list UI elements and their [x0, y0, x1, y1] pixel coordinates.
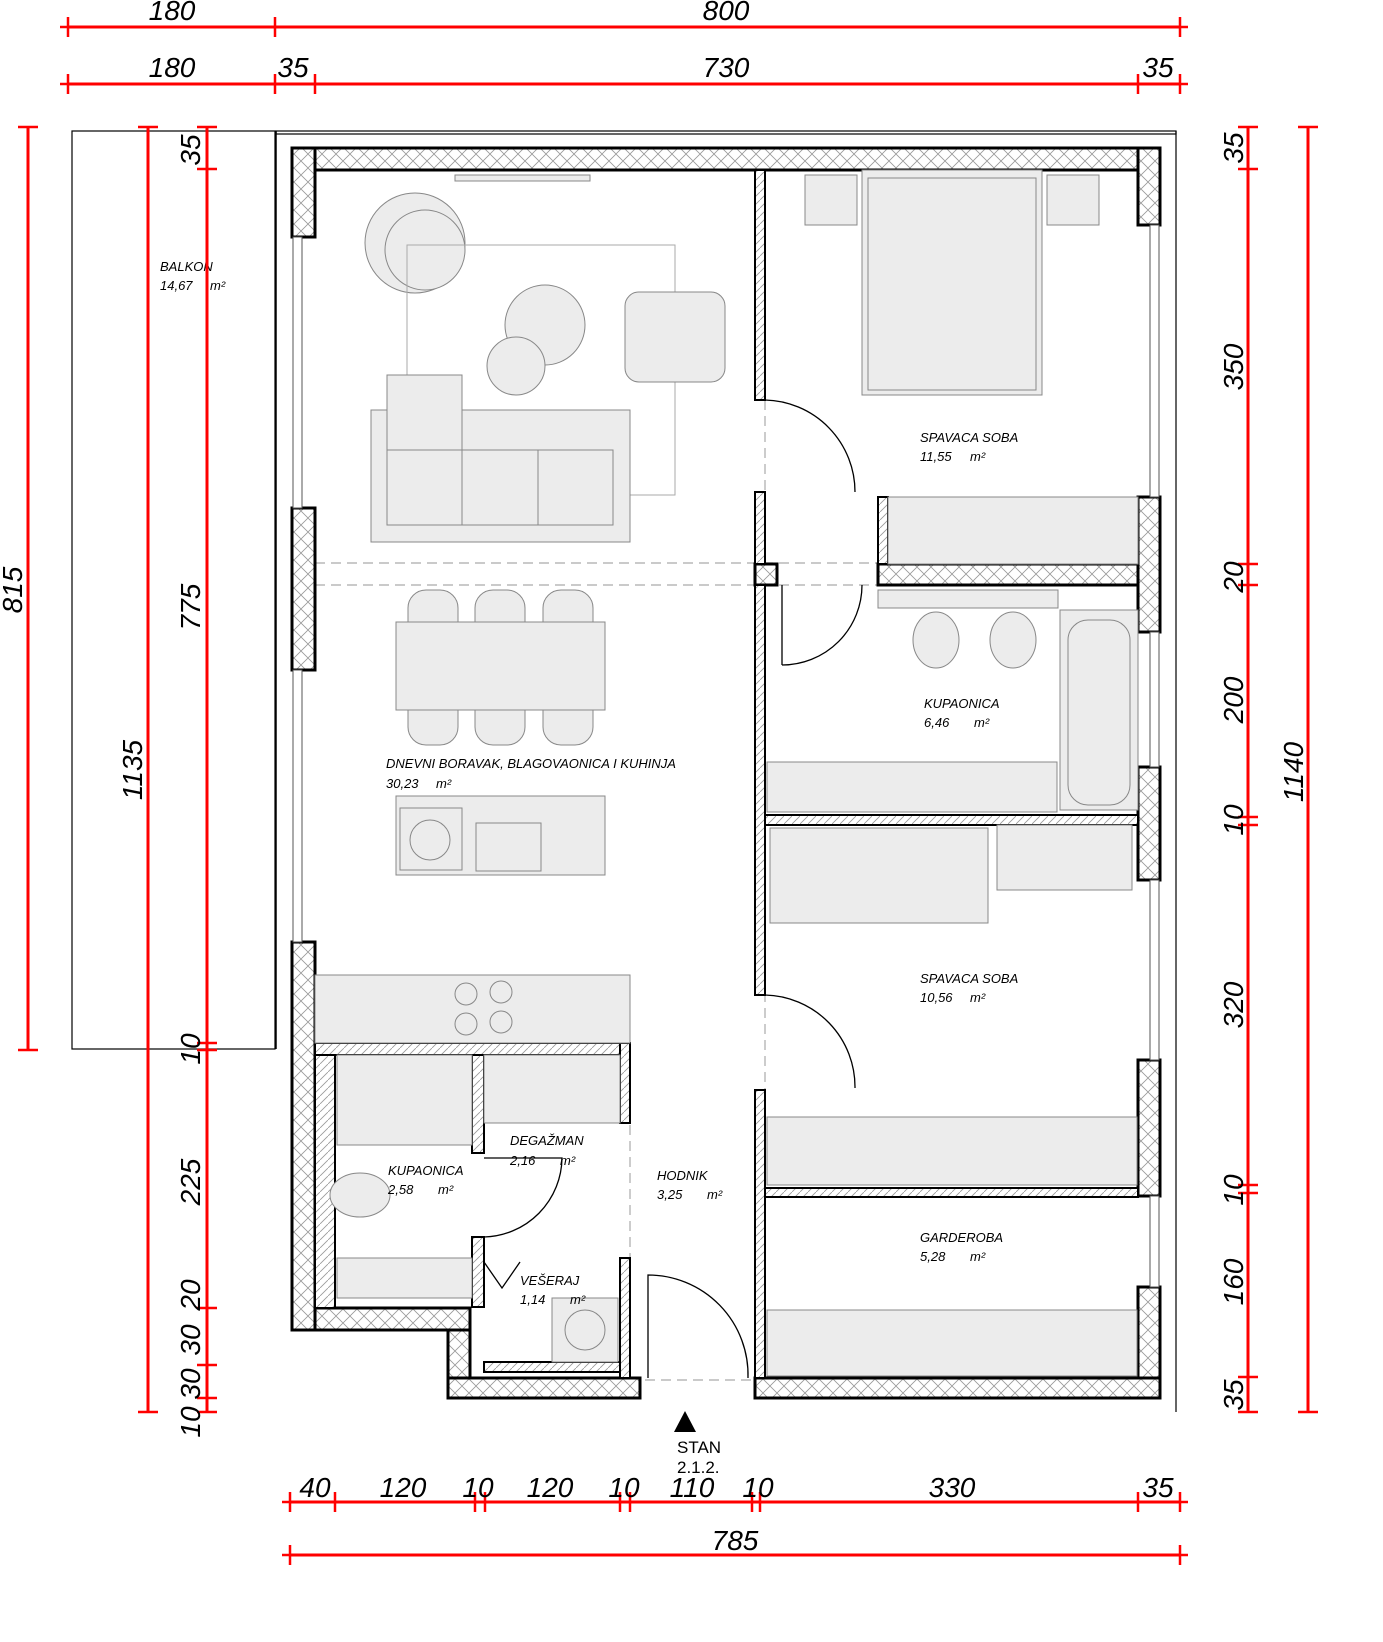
room-area-degazman: 2,16 — [509, 1153, 536, 1168]
dimension-label: 10 — [608, 1472, 640, 1503]
outer-walls — [290, 146, 1162, 1400]
entrance-label: STAN — [677, 1438, 721, 1457]
dimension-label: 35 — [1218, 132, 1249, 164]
dimension-label: 350 — [1218, 343, 1249, 390]
entrance-marker: STAN 2.1.2. — [674, 1411, 721, 1477]
room-area-laundry: 1,14 — [520, 1292, 545, 1307]
dimension-label: 10 — [175, 1033, 206, 1065]
dimension-label: 785 — [712, 1525, 759, 1556]
room-area-bathroom-1: 6,46 — [924, 715, 950, 730]
room-name-laundry: VEŠERAJ — [520, 1273, 580, 1288]
room-name-hallway: HODNIK — [657, 1168, 709, 1183]
dimension-label: 20 — [1218, 561, 1249, 594]
dimension-label: 10 — [175, 1406, 206, 1438]
dimension-label: 120 — [380, 1472, 427, 1503]
dimension-label: 330 — [929, 1472, 976, 1503]
entrance-arrow-icon — [674, 1411, 696, 1432]
room-area-hallway: 3,25 — [657, 1187, 683, 1202]
room-area-wardrobe: 5,28 — [920, 1249, 946, 1264]
room-unit: m² — [438, 1182, 454, 1197]
room-unit: m² — [707, 1187, 723, 1202]
room-area-bathroom-2: 2,58 — [387, 1182, 414, 1197]
room-unit: m² — [974, 715, 990, 730]
room-unit: m² — [560, 1153, 576, 1168]
dimension-label: 775 — [175, 583, 206, 630]
dimension-label: 10 — [742, 1472, 774, 1503]
room-name-balkon: BALKON — [160, 259, 213, 274]
room-area-living: 30,23 — [386, 776, 419, 791]
dimension-label: 225 — [175, 1158, 206, 1206]
room-name-living: DNEVNI BORAVAK, BLAGOVAONICA I KUHINJA — [386, 756, 676, 771]
room-name-bedroom-2: SPAVACA SOBA — [920, 971, 1018, 986]
room-area-bedroom-1: 11,55 — [920, 449, 952, 464]
dimension-label: 30 — [175, 1368, 206, 1400]
dimension-label: 160 — [1218, 1258, 1249, 1305]
dimension-label: 1135 — [117, 739, 148, 800]
dimension-label: 110 — [670, 1472, 715, 1503]
dimension-label: 35 — [1142, 1472, 1174, 1503]
dimension-label: 30 — [175, 1324, 206, 1356]
dimension-lines: 180 800 180 35 730 35 815 1135 35 775 10 225 20 30 30 1… — [0, 0, 1318, 1565]
room-unit: m² — [436, 776, 452, 791]
room-unit: m² — [970, 990, 986, 1005]
dimension-label: 40 — [299, 1472, 331, 1503]
dimension-label: 10 — [1218, 804, 1249, 836]
dimension-label: 1140 — [1278, 741, 1309, 802]
room-labels: BALKON 14,67 m² DNEVNI BORAVAK, BLAGOVAO… — [160, 259, 1018, 1307]
room-name-wardrobe: GARDEROBA — [920, 1230, 1003, 1245]
dimension-label: 10 — [1218, 1174, 1249, 1206]
room-unit: m² — [970, 449, 986, 464]
dimension-label: 800 — [703, 0, 750, 26]
room-name-bathroom-1: KUPAONICA — [924, 696, 1000, 711]
room-unit: m² — [570, 1292, 586, 1307]
dimension-label: 180 — [149, 0, 196, 26]
room-name-bedroom-1: SPAVACA SOBA — [920, 430, 1018, 445]
dimension-label: 35 — [277, 52, 309, 83]
room-name-degazman: DEGAŽMAN — [510, 1133, 584, 1148]
room-name-bathroom-2: KUPAONICA — [388, 1163, 464, 1178]
dimension-label: 35 — [175, 134, 206, 166]
dimension-label: 730 — [703, 52, 750, 83]
dimension-label: 120 — [527, 1472, 574, 1503]
windows — [292, 224, 1160, 1288]
dimension-label: 35 — [1142, 52, 1174, 83]
room-unit: m² — [210, 278, 226, 293]
balcony — [71, 130, 1177, 1412]
dimension-label: 320 — [1218, 981, 1249, 1028]
dimension-label: 10 — [462, 1472, 494, 1503]
doors — [483, 399, 863, 1379]
room-area-balkon: 14,67 — [160, 278, 193, 293]
furniture — [314, 169, 1139, 1377]
dimension-label: 200 — [1218, 676, 1249, 724]
dimension-label: 815 — [0, 566, 28, 613]
entrance-code: 2.1.2. — [677, 1458, 720, 1477]
room-unit: m² — [970, 1249, 986, 1264]
dimension-label: 20 — [175, 1279, 206, 1312]
interior-walls — [314, 169, 1139, 1379]
room-area-bedroom-2: 10,56 — [920, 990, 953, 1005]
dimension-label: 35 — [1218, 1379, 1249, 1411]
dimension-label: 180 — [149, 52, 196, 83]
